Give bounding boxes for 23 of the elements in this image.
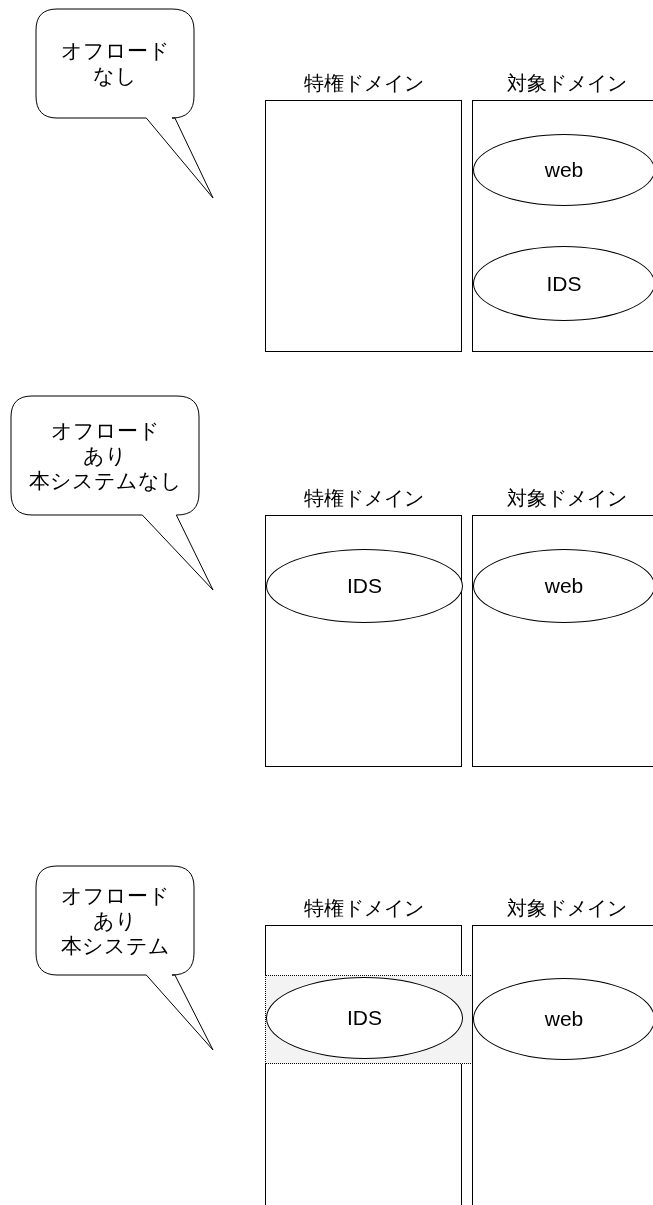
domain-heading: 対象ドメイン: [506, 71, 628, 95]
bubble-text: あり: [83, 442, 127, 468]
bubble-text: オフロード: [60, 38, 170, 63]
node-label: web: [544, 574, 584, 598]
node-label: IDS: [347, 1006, 382, 1030]
node-label: IDS: [546, 271, 582, 296]
domain-heading: 特権ドメイン: [302, 71, 425, 95]
domain-heading: 特権ドメイン: [302, 896, 425, 920]
speech-bubble: [35, 865, 215, 1052]
speech-bubble: [35, 8, 215, 200]
node-label: IDS: [347, 574, 382, 598]
bubble-text: オフロード: [50, 417, 160, 443]
bubble-text: 本システムなし: [28, 467, 182, 493]
bubble-text: あり: [93, 907, 137, 933]
bubble-text: オフロード: [60, 882, 170, 908]
domain-heading: 対象ドメイン: [506, 486, 628, 510]
node-label: web: [544, 1007, 584, 1031]
node-label: web: [544, 158, 584, 182]
bubble-text: なし: [93, 63, 137, 88]
domain-heading: 対象ドメイン: [506, 896, 628, 920]
bubble-text: 本システム: [60, 932, 170, 958]
speech-bubble: [10, 395, 215, 592]
domain-heading: 特権ドメイン: [302, 486, 425, 510]
